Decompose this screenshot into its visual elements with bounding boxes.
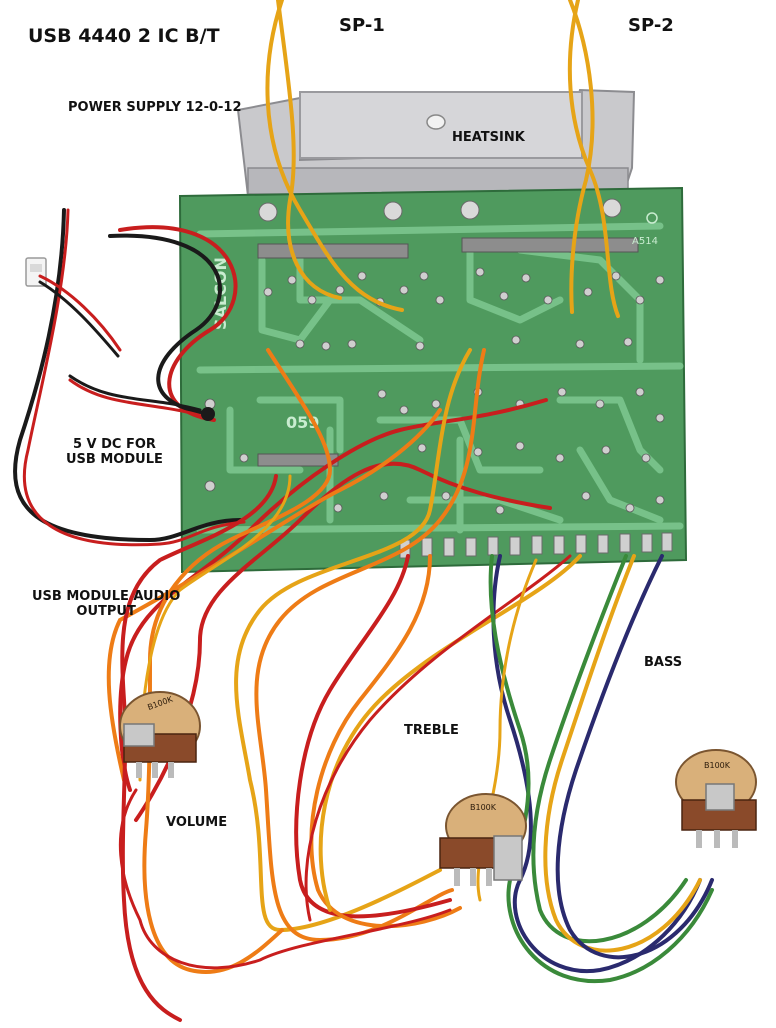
pcb-board: SALCON 059 A514 [178,186,688,574]
volume-label: VOLUME [166,815,228,830]
five-volt-label-line1: 5 V DC FOR [72,437,156,452]
five-volt-connector [25,257,47,287]
pcb-code-text: A514 [632,236,658,247]
five-volt-label-line2: USB MODULE [66,451,163,467]
power-supply-label: POWER SUPPLY 12-0-12 [68,100,242,115]
treble-label: TREBLE [404,723,459,738]
sp1-label: SP-1 [339,15,385,36]
usb-output-label-line2: OUTPUT [76,603,136,619]
volume-pot: B100K [119,691,201,778]
heatsink-label: HEATSINK [452,130,525,145]
bass-pot: B100K [675,749,757,848]
treble-pot: B100K [439,793,527,886]
title-label: USB 4440 2 IC B/T [28,25,220,47]
audio-wires [106,348,714,1022]
bass-pot-rating: B100K [704,761,731,770]
heatsink [236,88,636,198]
bass-label: BASS [644,655,683,670]
treble-pot-rating: B100K [470,803,497,812]
usb-output-label: USB MODULE AUDIO OUTPUT [32,589,181,620]
power-wires [13,208,246,547]
sp2-label: SP-2 [628,15,674,36]
usb-output-label-line1: USB MODULE AUDIO [32,589,181,604]
five-volt-label: 5 V DC FOR USB MODULE [66,437,163,468]
speaker-wires [265,0,620,318]
